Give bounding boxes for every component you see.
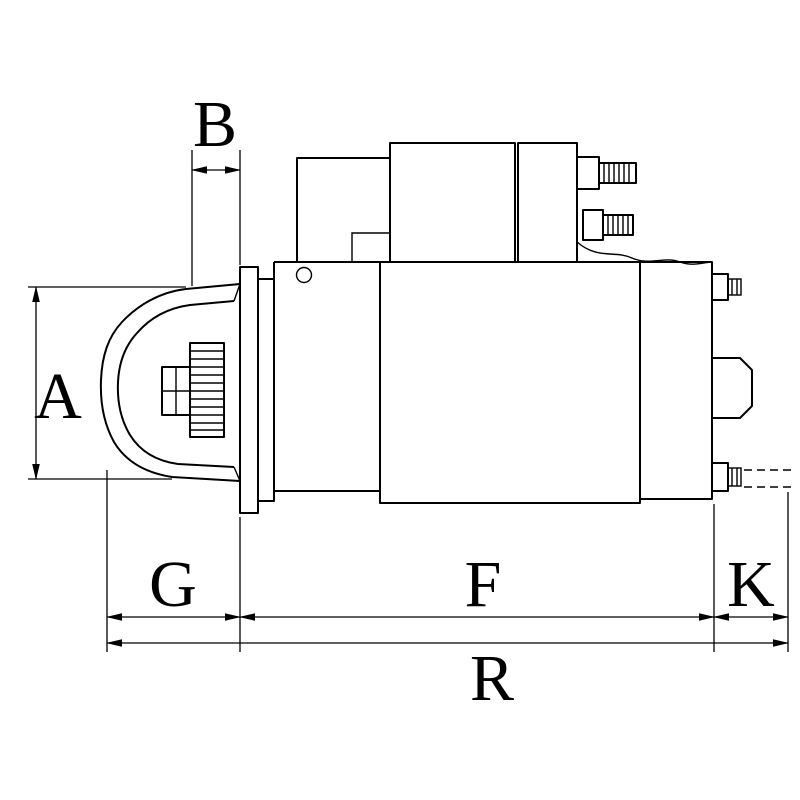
dimension-label-a: A xyxy=(34,360,82,433)
motor-housing xyxy=(273,157,712,504)
dimension-label-g: G xyxy=(149,548,197,621)
dimension-label-b: B xyxy=(193,88,237,161)
dimension-label-k: K xyxy=(727,548,775,621)
dimension-lines xyxy=(28,150,789,652)
pinion-gear xyxy=(161,342,225,438)
terminal-studs xyxy=(576,156,713,265)
drive-end-bracket xyxy=(99,283,241,482)
rear-end-cap xyxy=(640,261,753,500)
mounting-flange xyxy=(239,266,275,514)
dimension-label-r: R xyxy=(470,642,514,715)
dashed-hidden-lines xyxy=(744,469,792,488)
dimension-label-f: F xyxy=(465,548,502,621)
solenoid xyxy=(389,142,578,263)
